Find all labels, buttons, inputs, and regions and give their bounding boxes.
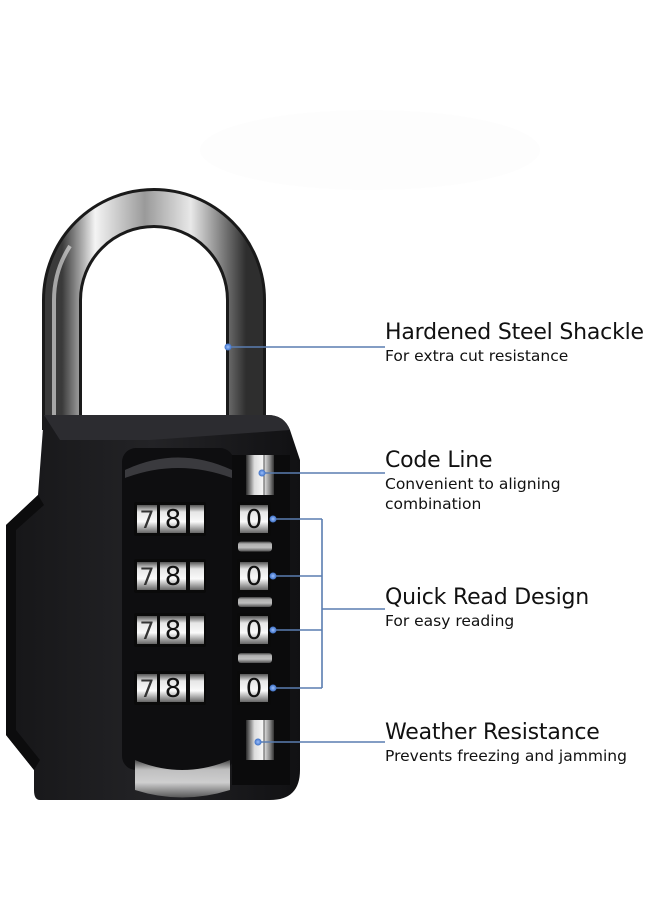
callout-quick-read-design: Quick Read Design For easy reading: [385, 585, 589, 631]
callout-title: Code Line: [385, 448, 493, 473]
dial-digit: 8: [165, 616, 182, 646]
callout-title: Weather Resistance: [385, 720, 600, 745]
dial-digit: 7: [139, 563, 154, 591]
callout-title: Hardened Steel Shackle: [385, 320, 644, 345]
callout-desc: For extra cut resistance: [385, 347, 569, 365]
dial-wheel: [190, 616, 204, 644]
dial-wheel: [160, 616, 186, 644]
dial-digit: 0: [246, 616, 263, 646]
shackle: [42, 188, 266, 430]
dial-digit: 0: [246, 562, 263, 592]
dial-wheel: [240, 674, 268, 702]
dial-digit: 7: [139, 506, 154, 534]
callout-title: Quick Read Design: [385, 585, 590, 610]
callout-connectors: [228, 346, 385, 743]
dot-shackle: [224, 343, 232, 351]
dial-wheel: [240, 505, 268, 533]
dial-wheel: [160, 505, 186, 533]
callout-weather-resistance: Weather Resistance Prevents freezing and…: [385, 720, 627, 766]
dial-wheel: [240, 562, 268, 590]
dial-wheel: [190, 505, 204, 533]
dial-digit: 8: [165, 674, 182, 704]
callout-desc: Prevents freezing and jamming: [385, 747, 627, 765]
dial-wheel: [137, 616, 157, 644]
dial-digit: 0: [246, 505, 263, 535]
callout-hardened-steel-shackle: Hardened Steel Shackle For extra cut res…: [385, 320, 644, 366]
dial-wheel: [137, 505, 157, 533]
callout-code-line: Code Line Convenient to aligning combina…: [385, 448, 561, 514]
dial-wheel: [190, 562, 204, 590]
dial-separator: [238, 653, 272, 663]
dial-separator: [238, 597, 272, 607]
dot-row-3: [269, 626, 277, 634]
dial-wheel: [137, 562, 157, 590]
dial-wheel: [190, 674, 204, 702]
dot-code-line: [258, 469, 266, 477]
dot-weather: [254, 738, 262, 746]
dial-digit: 8: [165, 505, 182, 535]
dial-digit: 0: [246, 674, 263, 704]
dial-digit: 7: [139, 617, 154, 645]
callout-desc: For easy reading: [385, 612, 515, 630]
dial-digit: 7: [139, 675, 154, 703]
dial-wheel: [137, 674, 157, 702]
dial-wheel: [160, 562, 186, 590]
dot-row-2: [269, 572, 277, 580]
dial-digit: 8: [165, 562, 182, 592]
dial-wheel: [240, 616, 268, 644]
background-smudge: [200, 110, 540, 190]
callout-desc: Convenient to aligning: [385, 475, 561, 493]
dot-row-1: [269, 515, 277, 523]
callout-desc: combination: [385, 495, 482, 513]
callout-dots: [224, 343, 277, 746]
dot-row-4: [269, 684, 277, 692]
dial-separator: [238, 541, 272, 552]
dial-wheel: [160, 674, 186, 702]
